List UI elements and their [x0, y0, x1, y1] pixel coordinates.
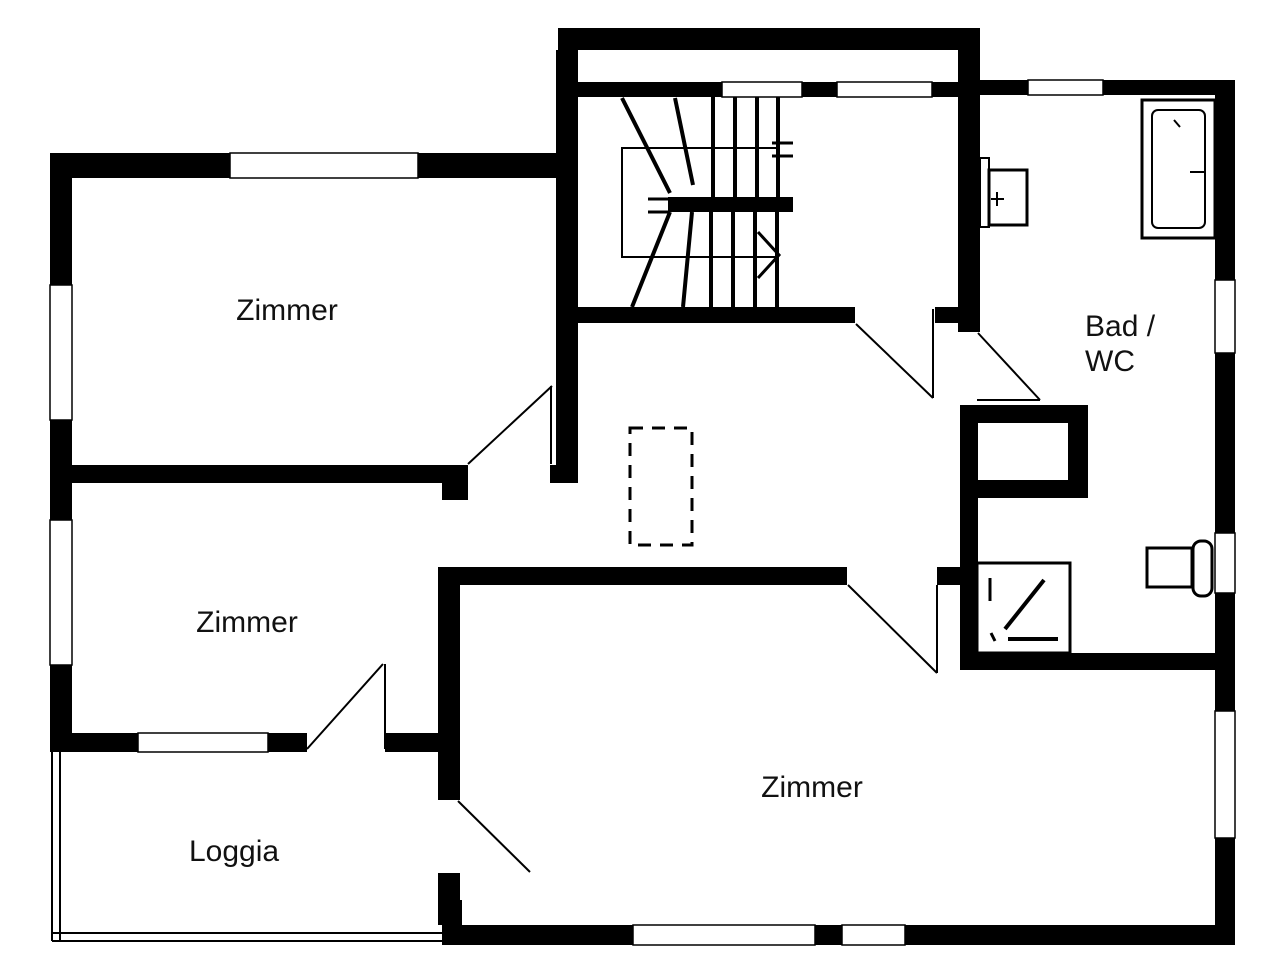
wall-room-divider	[50, 465, 468, 483]
bathtub-inner	[1151, 109, 1206, 229]
door-hall	[855, 309, 934, 399]
toilet-bowl	[1191, 539, 1214, 598]
shower-drain-icon	[989, 632, 997, 642]
walls	[50, 28, 1235, 945]
wall-bath-top-seg1	[980, 80, 1028, 95]
sink-tap-cross-icon	[991, 192, 1004, 206]
toilet	[1145, 539, 1214, 598]
room-label-bathroom-line1: Bad /	[1085, 310, 1156, 343]
wall-bigroom-top-seg2	[937, 567, 967, 585]
service-niche	[975, 405, 1088, 498]
wall-bigroom-left-seg1	[438, 567, 460, 800]
window-right-middle	[1214, 532, 1236, 594]
window-stair-1	[721, 81, 803, 98]
room-label-top-left: Zimmer	[236, 294, 338, 327]
wall-loggia-seg3	[385, 733, 440, 752]
door-bigroom-top	[847, 584, 938, 674]
wall-bigroom-top-seg1	[438, 567, 847, 585]
shower	[975, 561, 1072, 655]
wall-loggia-seg2	[268, 733, 307, 752]
wall-stair-inner-seg2	[802, 82, 837, 97]
stair-treads-lower	[630, 211, 779, 308]
bathtub-outer	[1140, 98, 1217, 240]
window-stair-2	[836, 81, 933, 98]
wall-right-seg1	[1215, 95, 1235, 280]
wall-right-seg2	[1215, 353, 1235, 533]
wall-loggia-seg1	[50, 733, 138, 752]
wall-right-seg3	[1215, 593, 1235, 711]
wall-bigroom-left-seg2	[438, 873, 460, 925]
window-bottom-1	[632, 924, 816, 946]
wall-stair-bottom-seg1	[558, 307, 855, 323]
window-left-upper	[49, 284, 73, 421]
room-label-bathroom-line2: WC	[1085, 345, 1135, 378]
stair-treads-upper	[620, 97, 780, 197]
wall-top-seg2	[418, 153, 578, 178]
window-right-lower	[1214, 710, 1236, 839]
window-bottom-2	[841, 924, 906, 946]
wall-hall-left	[556, 50, 578, 483]
wall-bottom-seg1	[462, 925, 633, 945]
wall-bath-bottom	[960, 653, 1235, 670]
stair-arrow-ticks-mid	[648, 197, 668, 214]
door-bathroom	[977, 332, 1041, 401]
sink-basin	[987, 168, 1029, 227]
bathtub	[1140, 98, 1217, 240]
toilet-tank	[1145, 546, 1194, 589]
wall-divider-corner-block	[442, 483, 468, 500]
wall-bottom-seg2	[815, 925, 842, 945]
room-label-loggia: Loggia	[189, 835, 279, 868]
stair-middle-bar	[668, 197, 793, 212]
wall-stair-right	[958, 50, 980, 332]
wall-left-seg3	[50, 665, 72, 752]
niche-bottom	[975, 480, 1088, 498]
wall-bottom-seg3	[905, 925, 1235, 945]
staircase	[620, 97, 793, 308]
bathtub-drain-icon	[1173, 119, 1181, 128]
niche-top	[975, 405, 1088, 423]
sink	[979, 157, 1029, 228]
wall-hall-left-foot	[550, 465, 578, 483]
window-bath-top	[1027, 79, 1104, 96]
door-bigroom-left	[457, 800, 531, 873]
wall-bath-left	[960, 405, 978, 670]
stair-arrow-head-icon	[756, 230, 782, 280]
windows	[49, 79, 1236, 946]
window-right-upper	[1214, 279, 1236, 354]
wall-stair-outer-top	[558, 28, 980, 50]
room-labels: Zimmer Zimmer Zimmer Bad / WC Loggia	[189, 294, 1156, 868]
wall-right-seg4	[1215, 838, 1235, 945]
loggia-open-edges	[51, 752, 442, 942]
shower-diagonal	[1003, 578, 1046, 631]
room-label-middle-left: Zimmer	[196, 606, 298, 639]
door-loggia	[306, 663, 386, 750]
wall-top-seg1	[50, 153, 230, 178]
room-label-bottom: Zimmer	[761, 771, 863, 804]
wall-stair-inner-seg1	[578, 82, 722, 97]
niche-right	[1068, 405, 1088, 498]
wall-bath-top-seg2	[1103, 80, 1235, 95]
door-upper-room	[467, 385, 553, 465]
stair-landing-outline	[621, 147, 779, 258]
stair-arrow-ticks-top	[772, 141, 793, 158]
doors	[306, 309, 1041, 873]
window-top	[229, 152, 419, 179]
window-loggia	[137, 732, 269, 753]
wall-left-seg1	[50, 153, 72, 285]
window-left-lower	[49, 519, 73, 666]
chimney-dashed-outline	[628, 426, 694, 547]
